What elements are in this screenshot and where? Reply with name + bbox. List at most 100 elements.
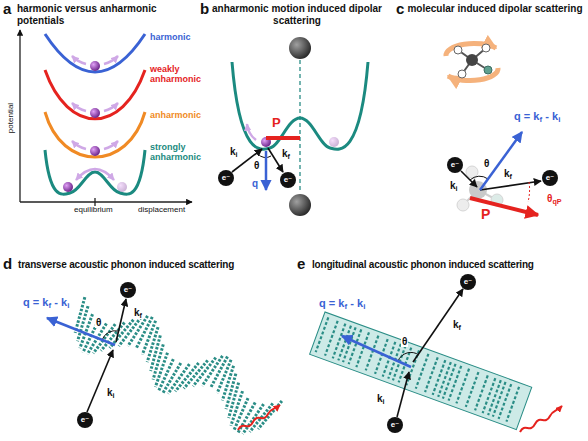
wave-vector — [413, 289, 463, 362]
particle — [63, 61, 127, 192]
ion — [289, 37, 311, 59]
electron-symbol: e⁻ — [391, 420, 400, 429]
wave-vector — [87, 350, 113, 412]
angle-label: θ — [254, 160, 259, 172]
vector-label: f — [510, 172, 512, 181]
curve-label: harmonic — [150, 32, 191, 42]
equation-label: q = k — [23, 296, 48, 308]
equation-label: - k — [54, 296, 67, 308]
wave-vector — [397, 289, 463, 417]
longitudinal-phonon — [425, 357, 438, 392]
wave-vector — [102, 331, 118, 340]
electron-symbol: e⁻ — [124, 285, 133, 294]
longitudinal-phonon — [366, 336, 379, 371]
vector-label: q — [252, 178, 258, 190]
vector-label: kf — [282, 148, 290, 161]
longitudinal-phonon — [343, 327, 356, 362]
dipole-label: P — [481, 206, 490, 222]
panel-title: molecular induced dipolar scattering — [405, 3, 585, 15]
electron-symbol: e⁻ — [81, 415, 90, 424]
motion-arrow — [72, 141, 86, 149]
longitudinal-phonon — [443, 364, 456, 399]
vector-label: kf — [452, 320, 462, 331]
momentum-transfer — [265, 151, 268, 190]
electron — [280, 172, 296, 188]
motion-arrow — [72, 103, 86, 111]
momentum-transfer — [47, 318, 115, 345]
angle-label: θ — [254, 160, 259, 171]
vector-label: f — [459, 323, 461, 332]
transverse-phonon — [75, 297, 85, 333]
vector-label: k — [450, 180, 456, 191]
potential-curve — [45, 34, 145, 72]
vector-label: q — [252, 178, 258, 189]
transverse-phonon — [153, 344, 163, 379]
equation-label: q = kf- ki — [318, 298, 366, 311]
curve-label: weakly anharmonic — [150, 64, 201, 84]
curve-label: harmonic — [150, 32, 191, 42]
wave-vector — [461, 171, 477, 187]
panel-label: b — [200, 0, 209, 17]
ion — [289, 37, 311, 216]
electron — [120, 282, 136, 298]
electron-symbol: e⁻ — [451, 160, 460, 169]
molecule — [484, 66, 492, 74]
vector-label: k — [230, 146, 236, 157]
electron-symbol: e⁻ — [222, 173, 231, 182]
vector-label: f — [140, 311, 142, 320]
transverse-phonon — [217, 360, 231, 393]
electron-symbol: e⁻ — [546, 173, 555, 182]
equation-label: - k — [545, 110, 558, 122]
equation-label: - k — [350, 297, 363, 309]
transverse-phonon — [229, 383, 239, 418]
longitudinal-phonon — [499, 384, 512, 419]
electron — [447, 157, 463, 173]
dipole-label: P — [481, 206, 490, 222]
wave-vector — [268, 148, 283, 172]
axis-label: displacement — [138, 205, 185, 214]
angle-label: θ — [402, 336, 407, 347]
axis-label: displacement — [138, 205, 185, 214]
panel-label: e — [297, 255, 305, 272]
potential-curve — [45, 34, 145, 194]
wave-vector — [398, 352, 419, 361]
vector-label: k — [453, 319, 459, 330]
angle-label: θ — [96, 317, 101, 328]
potential-axes — [94, 198, 95, 206]
longitudinal-phonon — [466, 372, 479, 407]
molecule — [454, 46, 462, 54]
transverse-phonon — [226, 374, 236, 410]
axis-label: potential — [6, 103, 15, 133]
electron-symbol: e⁻ — [124, 285, 133, 294]
particle — [90, 146, 100, 156]
panel-label: c — [396, 0, 404, 17]
longitudinal-phonon — [483, 378, 496, 413]
wave-vector — [480, 181, 541, 190]
panel-title: transverse acoustic phonon induced scatt… — [18, 259, 234, 271]
vector-label: k — [282, 148, 288, 159]
longitudinal-phonon — [449, 366, 462, 401]
vector-label: k — [377, 393, 383, 404]
longitudinal-phonon — [416, 354, 429, 389]
electron — [77, 282, 136, 428]
transverse-phonon — [75, 297, 282, 434]
equation-label: q = k — [319, 297, 344, 309]
dipole-label: P — [272, 116, 281, 131]
longitudinal-phonon — [506, 387, 519, 422]
motion-arrow — [247, 124, 256, 140]
equation-label: q = kf- ki — [22, 297, 70, 310]
transverse-phonon — [78, 306, 88, 341]
vector-label: kf — [504, 168, 512, 181]
potential-axes — [19, 30, 20, 202]
motion-arrow — [72, 56, 86, 64]
wave-vector — [470, 176, 488, 180]
vector-label: f — [288, 152, 290, 161]
particle — [63, 182, 73, 192]
curve-label: strongly anharmonic — [150, 142, 208, 163]
electron — [542, 170, 558, 186]
molecule — [466, 54, 478, 66]
molecule — [458, 70, 466, 78]
angle-label: θqP — [547, 193, 562, 206]
